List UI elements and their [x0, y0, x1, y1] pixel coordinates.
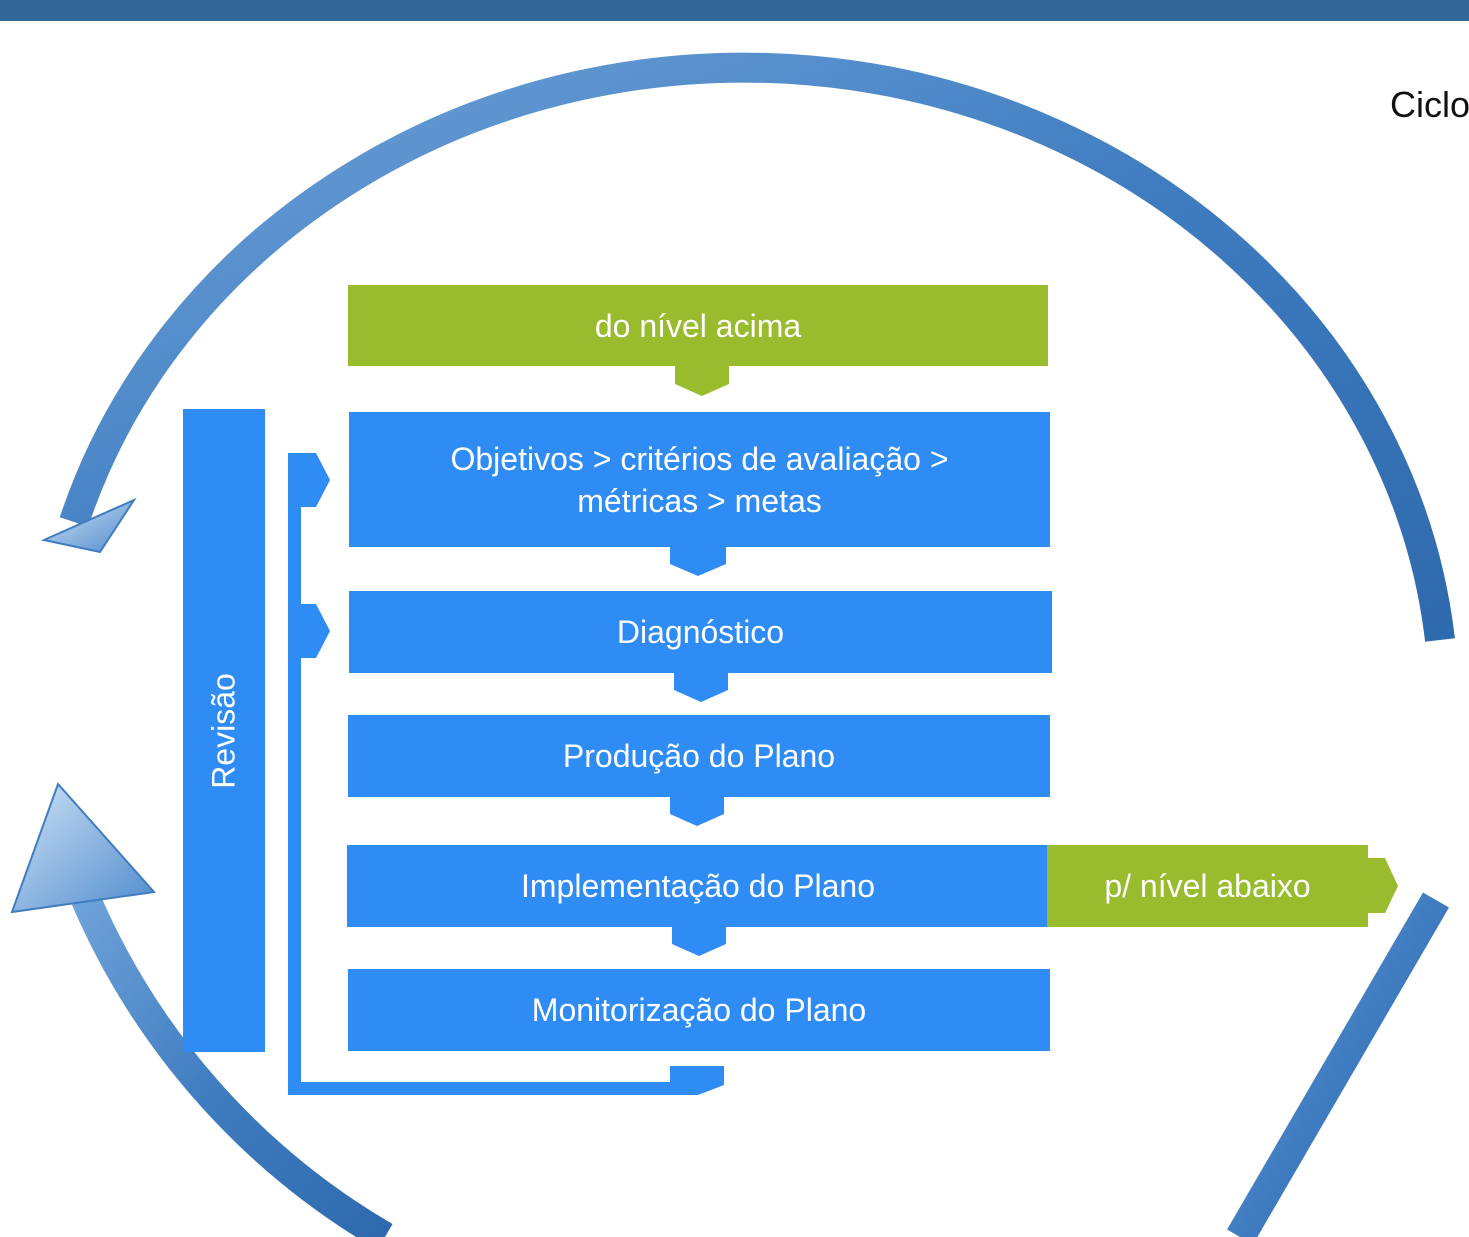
output-label: p/ nível abaixo: [1104, 868, 1311, 904]
step-objetivos: Objetivos > critérios de avaliação > mét…: [349, 412, 1050, 547]
output-box: p/ nível abaixo: [1047, 845, 1368, 927]
cycle-arc-lower-left: [68, 884, 393, 1237]
step-implementacao: Implementação do Plano: [347, 845, 1049, 927]
step-label: Implementação do Plano: [521, 868, 875, 904]
input-box: do nível acima: [348, 285, 1048, 366]
page-title: Ciclo: [1390, 84, 1469, 125]
step-label: Produção do Plano: [562, 738, 836, 774]
step-label: Objetivos > critérios de avaliação > mét…: [450, 440, 949, 519]
cycle-arc-upper: [59, 52, 1455, 642]
step-label: Diagnóstico: [616, 614, 785, 650]
cycle-arrowhead-lower: [10, 782, 156, 914]
input-label: do nível acima: [594, 307, 802, 344]
header-bar: [0, 0, 1469, 21]
step-producao: Produção do Plano: [348, 715, 1050, 797]
step-monitorizacao: Monitorização do Plano: [348, 969, 1050, 1051]
cycle-arc-lower: [1227, 892, 1449, 1237]
cycle-arrowhead-upper: [40, 497, 137, 554]
step-label: Monitorização do Plano: [531, 992, 867, 1028]
review-label: Revisão: [205, 672, 242, 789]
review-box: Revisão: [183, 409, 265, 1052]
step-diagnostico: Diagnóstico: [349, 591, 1052, 673]
